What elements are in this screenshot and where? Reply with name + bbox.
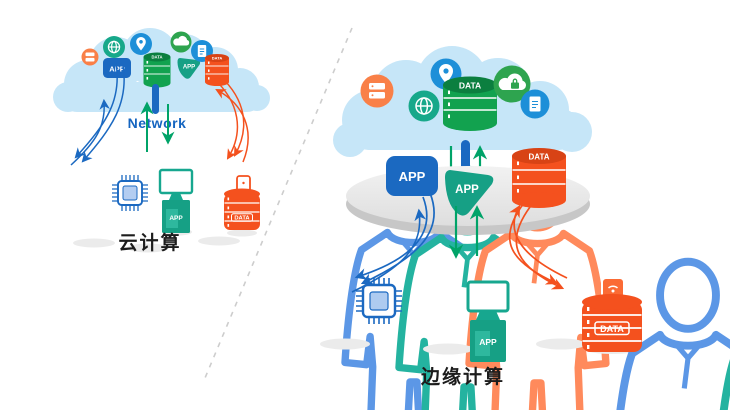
- cloud-to-user-orange-arrows: [212, 75, 249, 163]
- edge-computing-section: DATA APP: [320, 46, 730, 410]
- secure-cloud-circle-icon: [493, 65, 531, 103]
- data-database-icon: DATA: [443, 76, 497, 131]
- up-down-green-arrows: [140, 101, 175, 152]
- data-server-phone-icon: DATA: [582, 277, 642, 352]
- kiosk-app-label: APP: [169, 215, 183, 222]
- kiosk-app-label: APP: [479, 337, 497, 347]
- globe-circle-icon: [408, 90, 440, 122]
- app-kiosk-icon: APP: [466, 280, 510, 362]
- server-circle-icon: [81, 48, 99, 66]
- chip-icon: [356, 278, 402, 324]
- app-box: APP: [386, 156, 438, 196]
- globe-circle-icon: [103, 36, 125, 58]
- data-label-small: DATA: [212, 56, 223, 61]
- cloud-to-user-blue-arrows: [70, 62, 125, 166]
- platform-app-pick-label: APP: [455, 184, 479, 196]
- cloud-computing-section: APP DATA APP: [53, 28, 607, 410]
- device-data-label: DATA: [600, 324, 624, 334]
- platform-user-green-arrows: [448, 205, 485, 259]
- chip-icon: [112, 175, 148, 211]
- cloud-circle-icon: [170, 31, 192, 53]
- edge-computing-title: 边缘计算: [420, 365, 505, 388]
- network-link-bar: [152, 84, 159, 114]
- app-pick: APP: [444, 170, 494, 216]
- app-kiosk-icon: APP: [158, 168, 194, 233]
- server-circle-icon: [360, 74, 394, 108]
- data-label-small: DATA: [151, 55, 162, 60]
- app-pick-badge: APP: [177, 58, 201, 79]
- device-data-label: DATA: [234, 216, 250, 222]
- data-server-phone-icon: DATA: [224, 175, 260, 230]
- cloud-data-label: DATA: [459, 81, 481, 91]
- database-icon: DATA: [205, 54, 229, 86]
- platform-app-label: APP: [399, 169, 426, 184]
- document-circle-icon: [520, 89, 550, 119]
- platform-data-database: DATA: [512, 148, 566, 208]
- data-database-icon: DATA: [143, 52, 171, 88]
- app-pick-label: APP: [183, 65, 195, 71]
- platform-user-orange-arrows: [508, 202, 568, 290]
- cloud-computing-title: 云计算: [118, 231, 181, 254]
- section-divider-dashed-line: [204, 27, 353, 379]
- idea-pin-circle-icon: [130, 33, 152, 55]
- network-label: Network: [128, 115, 187, 131]
- platform-data-label: DATA: [528, 153, 549, 162]
